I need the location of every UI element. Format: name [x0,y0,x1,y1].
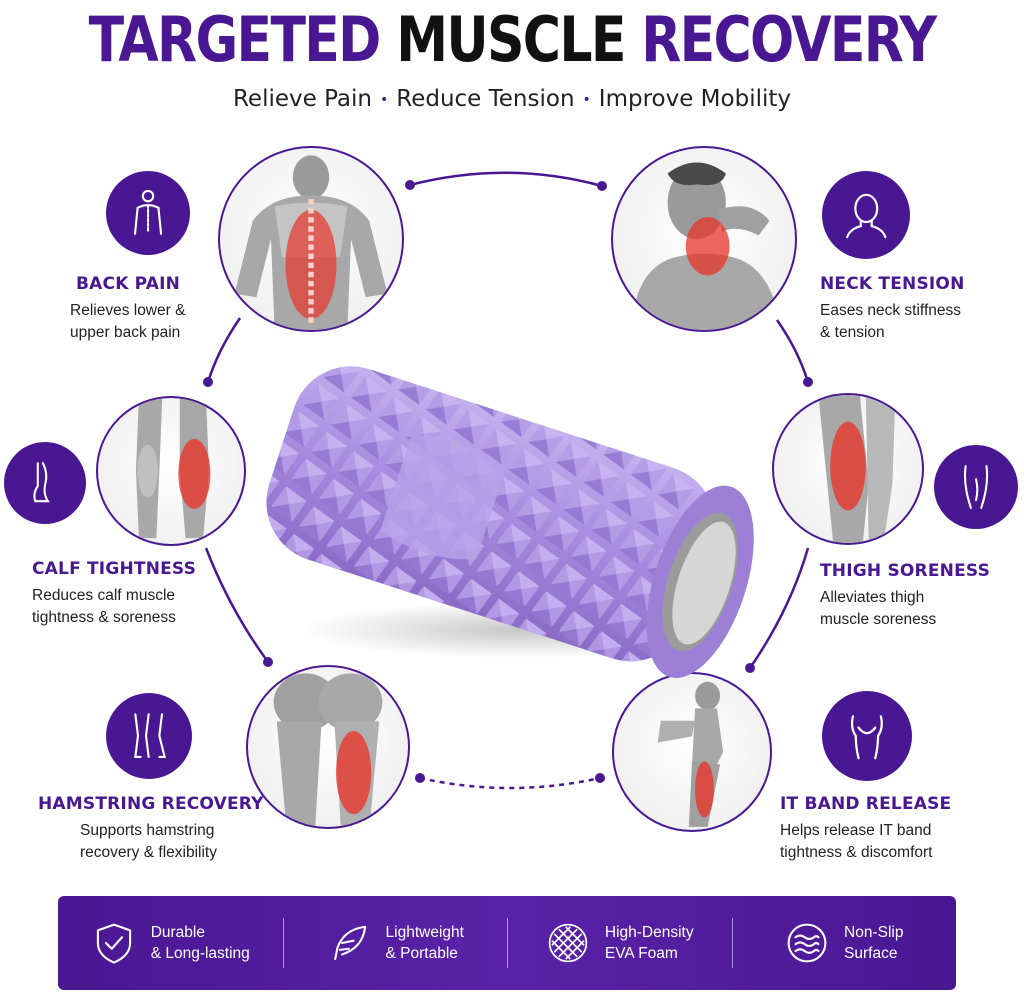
legs-icon [106,693,192,779]
thigh-soreness-title: THIGH SORENESS [820,561,991,581]
thigh-muscle-image [772,393,924,545]
back-pain-desc: Relieves lower & upper back pain [70,300,185,344]
neck-tension-desc-line2: & tension [820,324,885,341]
spine-icon [106,171,190,255]
hamstring-recovery-desc-line1: Supports hamstring [80,822,215,839]
thigh-icon [934,445,1018,529]
feature-durable-line2: & Long-lasting [150,945,250,962]
back-pain-label: BACK PAIN Relieves lower & upper back pa… [70,274,185,344]
feature-nonslip-line2: Surface [844,945,898,962]
leg-icon [4,442,86,524]
itband-release-desc-line1: Helps release IT band [780,822,932,839]
feature-durable-text: Durable & Long-lasting [151,922,250,964]
feature-foam-line2: EVA Foam [604,945,678,962]
features-bar: Durable & Long-lasting Lightweight & Por… [58,896,956,990]
tagline-improve: Improve Mobility [598,86,791,112]
calf-tightness-desc: Reduces calf muscle tightness & soreness [32,585,196,629]
calf-tightness-label: CALF TIGHTNESS Reduces calf muscle tight… [32,559,196,629]
neck-tension-label: NECK TENSION Eases neck stiffness & tens… [820,274,965,344]
tagline: Relieve Pain • Reduce Tension • Improve Mobi… [0,86,1024,112]
tagline-relieve: Relieve Pain [232,86,372,112]
hip-icon [822,691,912,781]
itband-muscle-image [612,672,772,832]
itband-release-desc-line2: tightness & discomfort [780,844,933,861]
neck-tension-title: NECK TENSION [820,274,965,294]
back-muscle-image [218,146,404,332]
calf-tightness-title: CALF TIGHTNESS [32,559,197,579]
neck-muscle-image [611,146,797,332]
feature-foam: High-Density EVA Foam [507,896,732,990]
thigh-soreness-desc-line1: Alleviates thigh [820,589,925,606]
title-word-recovery: RECOVERY [641,3,937,76]
hamstring-muscle-image [246,665,410,829]
feature-foam-line1: High-Density [604,924,694,941]
feature-lightweight-line1: Lightweight [385,924,464,941]
feature-durable-line1: Durable [150,924,205,941]
back-pain-title: BACK PAIN [76,274,181,294]
feather-icon [333,925,366,961]
tagline-reduce: Reduce Tension [396,86,575,112]
neck-tension-desc: Eases neck stiffness & tension [820,300,965,344]
hamstring-recovery-title: HAMSTRING RECOVERY [38,794,264,814]
feature-durable: Durable & Long-lasting [58,896,283,990]
itband-release-title: IT BAND RELEASE [780,794,952,814]
back-pain-desc-line1: Relieves lower & [70,302,186,319]
feature-nonslip-line1: Non-Slip [844,924,904,941]
itband-release-label: IT BAND RELEASE Helps release IT band ti… [780,794,951,864]
feature-foam-text: High-Density EVA Foam [605,922,694,964]
foam-texture-icon [548,923,588,963]
tagline-dot: • [582,91,591,108]
head-icon [822,171,910,259]
calf-tightness-desc-line2: tightness & soreness [32,609,176,626]
hamstring-recovery-desc-line2: recovery & flexibility [80,844,217,861]
shield-check-icon [96,923,131,964]
calf-muscle-image [96,396,246,546]
feature-lightweight: Lightweight & Portable [282,896,508,990]
hamstring-recovery-desc: Supports hamstring recovery & flexibilit… [80,820,264,864]
feature-lightweight-text: Lightweight & Portable [386,922,464,964]
neck-tension-desc-line1: Eases neck stiffness [820,302,962,319]
foam-roller-image [240,360,780,680]
thigh-soreness-desc-line2: muscle soreness [820,611,937,628]
title-word-targeted: TARGETED [88,3,382,76]
tagline-dot: • [379,91,389,108]
back-pain-desc-line2: upper back pain [70,324,181,341]
hamstring-recovery-label: HAMSTRING RECOVERY Supports hamstring re… [38,794,264,864]
page-title: TARGETED MUSCLE RECOVERY [82,0,942,80]
title-word-muscle: MUSCLE [396,3,626,76]
thigh-soreness-label: THIGH SORENESS Alleviates thigh muscle s… [820,561,990,631]
calf-tightness-desc-line1: Reduces calf muscle [32,587,176,604]
itband-release-desc: Helps release IT band tightness & discom… [780,820,951,864]
waves-icon [787,923,827,963]
thigh-soreness-desc: Alleviates thigh muscle soreness [820,587,990,631]
feature-lightweight-line2: & Portable [385,945,458,962]
feature-nonslip-text: Non-Slip Surface [844,922,903,964]
feature-nonslip: Non-Slip Surface [731,896,957,990]
